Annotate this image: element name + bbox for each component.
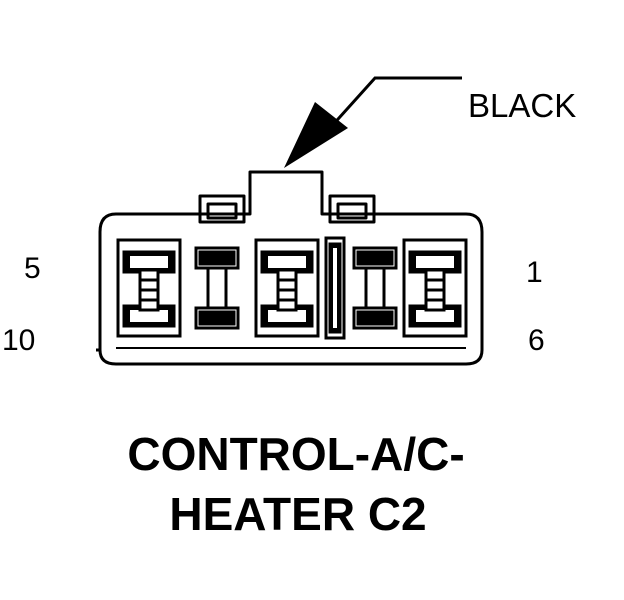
- leader-line: [328, 76, 462, 130]
- latch-tab-left-inner: [206, 202, 238, 220]
- terminal-cavity-pair-2-7: [352, 246, 398, 330]
- latch-tab-right-inner: [336, 202, 368, 220]
- latch-tab-left: [198, 194, 246, 224]
- color-callout-label: BLACK: [468, 87, 576, 124]
- terminal-cavity-pair-3-8: [254, 238, 320, 338]
- latch-tab-right: [328, 194, 376, 224]
- terminal-cavity-pair-5-10: [116, 238, 182, 338]
- connector-caption-line-1: CONTROL-A/C-: [127, 428, 464, 480]
- connector-body: [96, 170, 484, 366]
- terminal-cavity-pair-4-9: [194, 246, 240, 330]
- pin-label-top-right: 1: [526, 256, 543, 289]
- pin-label-bottom-left: 10: [2, 324, 35, 357]
- polarizing-key-slot: [324, 236, 346, 340]
- leader-arrowhead: [284, 102, 348, 168]
- color-callout-leader: [284, 76, 462, 168]
- connector-caption-line-2: HEATER C2: [169, 488, 426, 540]
- pin-label-top-left: 5: [24, 252, 41, 285]
- connector-housing: [98, 170, 484, 366]
- terminal-cavities: [116, 236, 468, 340]
- terminal-cavity-pair-1-6: [402, 238, 468, 338]
- pin-label-bottom-right: 6: [528, 324, 545, 357]
